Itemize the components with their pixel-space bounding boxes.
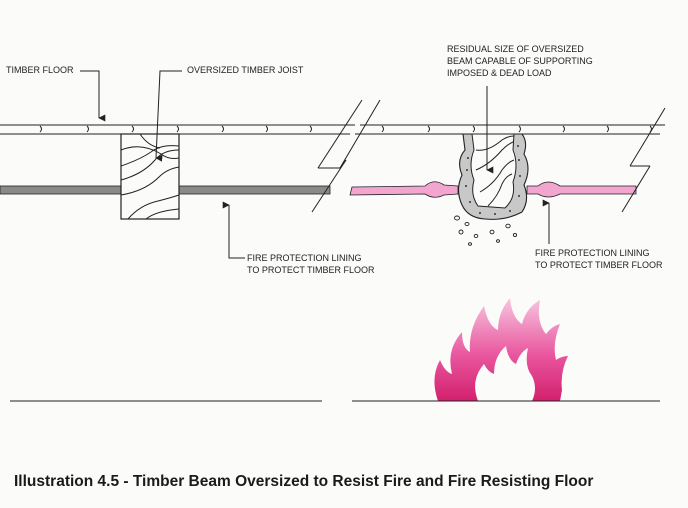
right-fire-lining-2	[526, 181, 637, 198]
figure-caption: Illustration 4.5 - Timber Beam Oversized…	[14, 473, 593, 490]
char-debris	[454, 215, 518, 246]
label-lining-right-2: TO PROTECT TIMBER FLOOR	[535, 260, 663, 270]
oversized-timber-joist	[120, 133, 180, 220]
label-oversized-joist: OVERSIZED TIMBER JOIST	[187, 65, 304, 75]
left-assembly	[0, 99, 381, 402]
label-residual-line-3: IMPOSED & DEAD LOAD	[447, 68, 552, 78]
label-residual-line-1: RESIDUAL SIZE OF OVERSIZED	[447, 44, 584, 54]
label-lining-left-1: FIRE PROTECTION LINING	[247, 253, 362, 263]
right-fire-lining	[349, 181, 459, 198]
labels: TIMBER FLOOR OVERSIZED TIMBER JOIST RESI…	[6, 44, 663, 275]
label-timber-floor: TIMBER FLOOR	[6, 65, 74, 75]
left-break-mark	[311, 99, 381, 213]
annotation-leaders	[80, 70, 550, 259]
label-lining-left-2: TO PROTECT TIMBER FLOOR	[247, 265, 375, 275]
right-assembly	[349, 107, 666, 402]
charred-joist	[457, 133, 529, 220]
right-break-mark	[621, 107, 666, 213]
label-lining-right-1: FIRE PROTECTION LINING	[535, 248, 650, 258]
right-timber-floor-boards	[355, 124, 665, 135]
left-timber-floor-boards	[0, 124, 355, 135]
label-residual-line-2: BEAM CAPABLE OF SUPPORTING	[447, 56, 593, 66]
fire-flame-icon	[434, 298, 568, 401]
